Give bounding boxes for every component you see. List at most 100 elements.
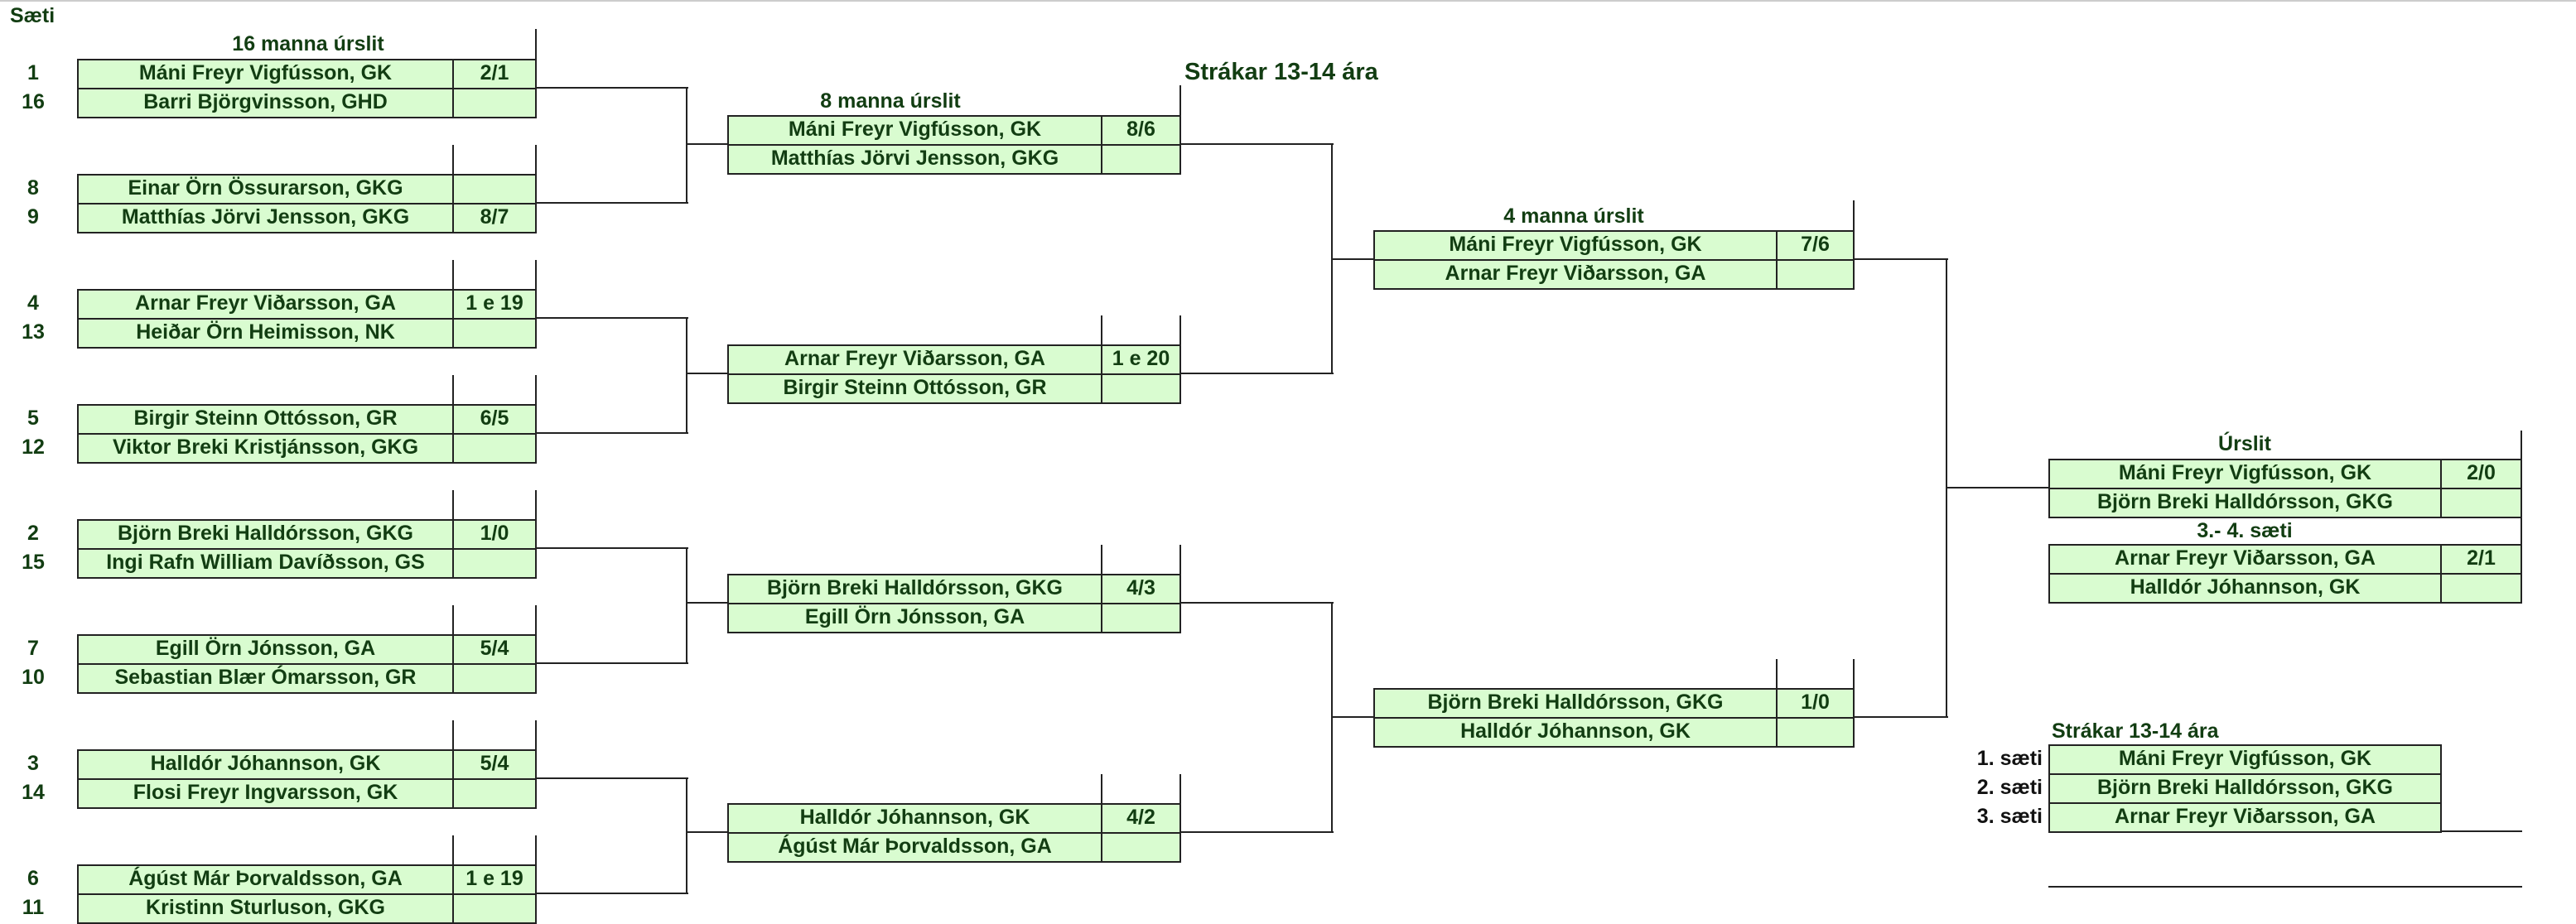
player-name-cell[interactable]: Halldór Jóhannson, GK: [77, 749, 454, 780]
score-cell[interactable]: [2440, 488, 2522, 518]
score-cell[interactable]: 4/2: [1101, 803, 1181, 834]
score-cell[interactable]: 8/6: [1101, 115, 1181, 146]
player-name-cell[interactable]: Matthías Jörvi Jensson, GKG: [727, 144, 1102, 175]
score-cell[interactable]: 2/0: [2440, 459, 2522, 489]
player-name-cell[interactable]: Arnar Freyr Viðarsson, GA: [77, 289, 454, 320]
seed-number: 13: [22, 320, 45, 344]
player-name-cell[interactable]: Arnar Freyr Viðarsson, GA: [1373, 259, 1778, 290]
player-name-cell[interactable]: Máni Freyr Vigfússon, GK: [77, 59, 454, 89]
seed-number: 4: [27, 291, 39, 315]
connector-line: [1853, 200, 1855, 231]
connector-line: [452, 375, 454, 404]
player-name-cell[interactable]: Björn Breki Halldórsson, GKG: [77, 519, 454, 550]
player-name-cell[interactable]: Einar Örn Össurarson, GKG: [77, 174, 454, 205]
connector-line: [1776, 659, 1778, 688]
seed-number: 6: [27, 867, 39, 890]
score-cell[interactable]: [452, 663, 537, 694]
standings-title: Strákar 13-14 ára: [2052, 719, 2219, 743]
score-cell[interactable]: [452, 893, 537, 924]
score-cell[interactable]: [452, 318, 537, 349]
player-name-cell[interactable]: Máni Freyr Vigfússon, GK: [1373, 230, 1778, 261]
connector-line: [1179, 545, 1181, 574]
connector-line: [535, 547, 688, 549]
connector-line: [535, 432, 688, 434]
score-cell[interactable]: [1101, 603, 1181, 633]
score-cell[interactable]: [1101, 832, 1181, 863]
score-cell[interactable]: 1/0: [1776, 688, 1855, 719]
page-title: Strákar 13-14 ára: [1184, 59, 1378, 85]
player-name-cell[interactable]: Ágúst Már Þorvaldsson, GA: [727, 832, 1102, 863]
player-name-cell[interactable]: Flosi Freyr Ingvarsson, GK: [77, 778, 454, 809]
seed-number: 12: [22, 436, 45, 459]
connector-line: [535, 317, 688, 319]
score-cell[interactable]: 8/7: [452, 203, 537, 233]
score-cell[interactable]: [1776, 259, 1855, 290]
score-cell[interactable]: 4/3: [1101, 574, 1181, 604]
seed-number: 9: [27, 205, 39, 229]
player-name-cell[interactable]: Halldór Jóhannson, GK: [1373, 717, 1778, 748]
score-cell[interactable]: [452, 88, 537, 118]
score-cell[interactable]: 1 e 19: [452, 289, 537, 320]
player-name-cell[interactable]: Kristinn Sturluson, GKG: [77, 893, 454, 924]
score-cell[interactable]: 2/1: [452, 59, 537, 89]
player-name-cell[interactable]: Heiðar Örn Heimisson, NK: [77, 318, 454, 349]
top-border: [0, 0, 2576, 2]
player-name-cell[interactable]: Barri Björgvinsson, GHD: [77, 88, 454, 118]
connector-line: [686, 88, 687, 204]
score-cell[interactable]: [452, 174, 537, 205]
score-cell[interactable]: 1 e 20: [1101, 344, 1181, 375]
player-name-cell[interactable]: Halldór Jóhannson, GK: [2048, 573, 2442, 604]
score-cell[interactable]: [1776, 717, 1855, 748]
round-title: 4 manna úrslit: [1503, 205, 1644, 228]
connector-line: [535, 29, 537, 59]
connector-line: [1853, 716, 1948, 718]
player-name-cell[interactable]: Ágúst Már Þorvaldsson, GA: [77, 864, 454, 895]
player-name-cell[interactable]: Egill Örn Jónsson, GA: [727, 603, 1102, 633]
player-name-cell[interactable]: Arnar Freyr Viðarsson, GA: [727, 344, 1102, 375]
standing-name-cell[interactable]: Máni Freyr Vigfússon, GK: [2048, 744, 2442, 775]
score-cell[interactable]: [452, 778, 537, 809]
score-cell[interactable]: 2/1: [2440, 544, 2522, 575]
score-cell[interactable]: 1 e 19: [452, 864, 537, 895]
player-name-cell[interactable]: Björn Breki Halldórsson, GKG: [2048, 488, 2442, 518]
player-name-cell[interactable]: Halldór Jóhannson, GK: [727, 803, 1102, 834]
score-cell[interactable]: [1101, 144, 1181, 175]
score-cell[interactable]: 1/0: [452, 519, 537, 550]
connector-line: [535, 87, 688, 89]
player-name-cell[interactable]: Arnar Freyr Viðarsson, GA: [2048, 544, 2442, 575]
connector-line: [1179, 373, 1334, 374]
connector-line: [1332, 716, 1375, 718]
connector-line: [535, 605, 537, 634]
score-cell[interactable]: [2440, 573, 2522, 604]
connector-line: [1101, 774, 1102, 803]
player-name-cell[interactable]: Máni Freyr Vigfússon, GK: [2048, 459, 2442, 489]
score-cell[interactable]: [452, 548, 537, 579]
player-name-cell[interactable]: Björn Breki Halldórsson, GKG: [1373, 688, 1778, 719]
score-cell[interactable]: [452, 433, 537, 464]
seed-number: 7: [27, 637, 39, 660]
player-name-cell[interactable]: Egill Örn Jónsson, GA: [77, 634, 454, 665]
seed-number: 11: [22, 896, 45, 919]
connector-line: [686, 318, 687, 434]
player-name-cell[interactable]: Björn Breki Halldórsson, GKG: [727, 574, 1102, 604]
standing-name-cell[interactable]: Björn Breki Halldórsson, GKG: [2048, 773, 2442, 804]
score-cell[interactable]: [1101, 373, 1181, 404]
standing-name-cell[interactable]: Arnar Freyr Viðarsson, GA: [2048, 802, 2442, 833]
round-title: Úrslit: [2218, 432, 2271, 455]
seed-number: 1: [27, 61, 39, 84]
score-cell[interactable]: 7/6: [1776, 230, 1855, 261]
player-name-cell[interactable]: Ingi Rafn William Davíðsson, GS: [77, 548, 454, 579]
player-name-cell[interactable]: Matthías Jörvi Jensson, GKG: [77, 203, 454, 233]
connector-line: [535, 662, 688, 664]
score-cell[interactable]: 5/4: [452, 749, 537, 780]
score-cell[interactable]: 5/4: [452, 634, 537, 665]
player-name-cell[interactable]: Máni Freyr Vigfússon, GK: [727, 115, 1102, 146]
score-cell[interactable]: 6/5: [452, 404, 537, 435]
player-name-cell[interactable]: Sebastian Blær Ómarsson, GR: [77, 663, 454, 694]
connector-line: [687, 373, 729, 374]
player-name-cell[interactable]: Birgir Steinn Ottósson, GR: [727, 373, 1102, 404]
connector-line: [686, 548, 687, 664]
connector-line: [2048, 886, 2522, 888]
player-name-cell[interactable]: Viktor Breki Kristjánsson, GKG: [77, 433, 454, 464]
player-name-cell[interactable]: Birgir Steinn Ottósson, GR: [77, 404, 454, 435]
